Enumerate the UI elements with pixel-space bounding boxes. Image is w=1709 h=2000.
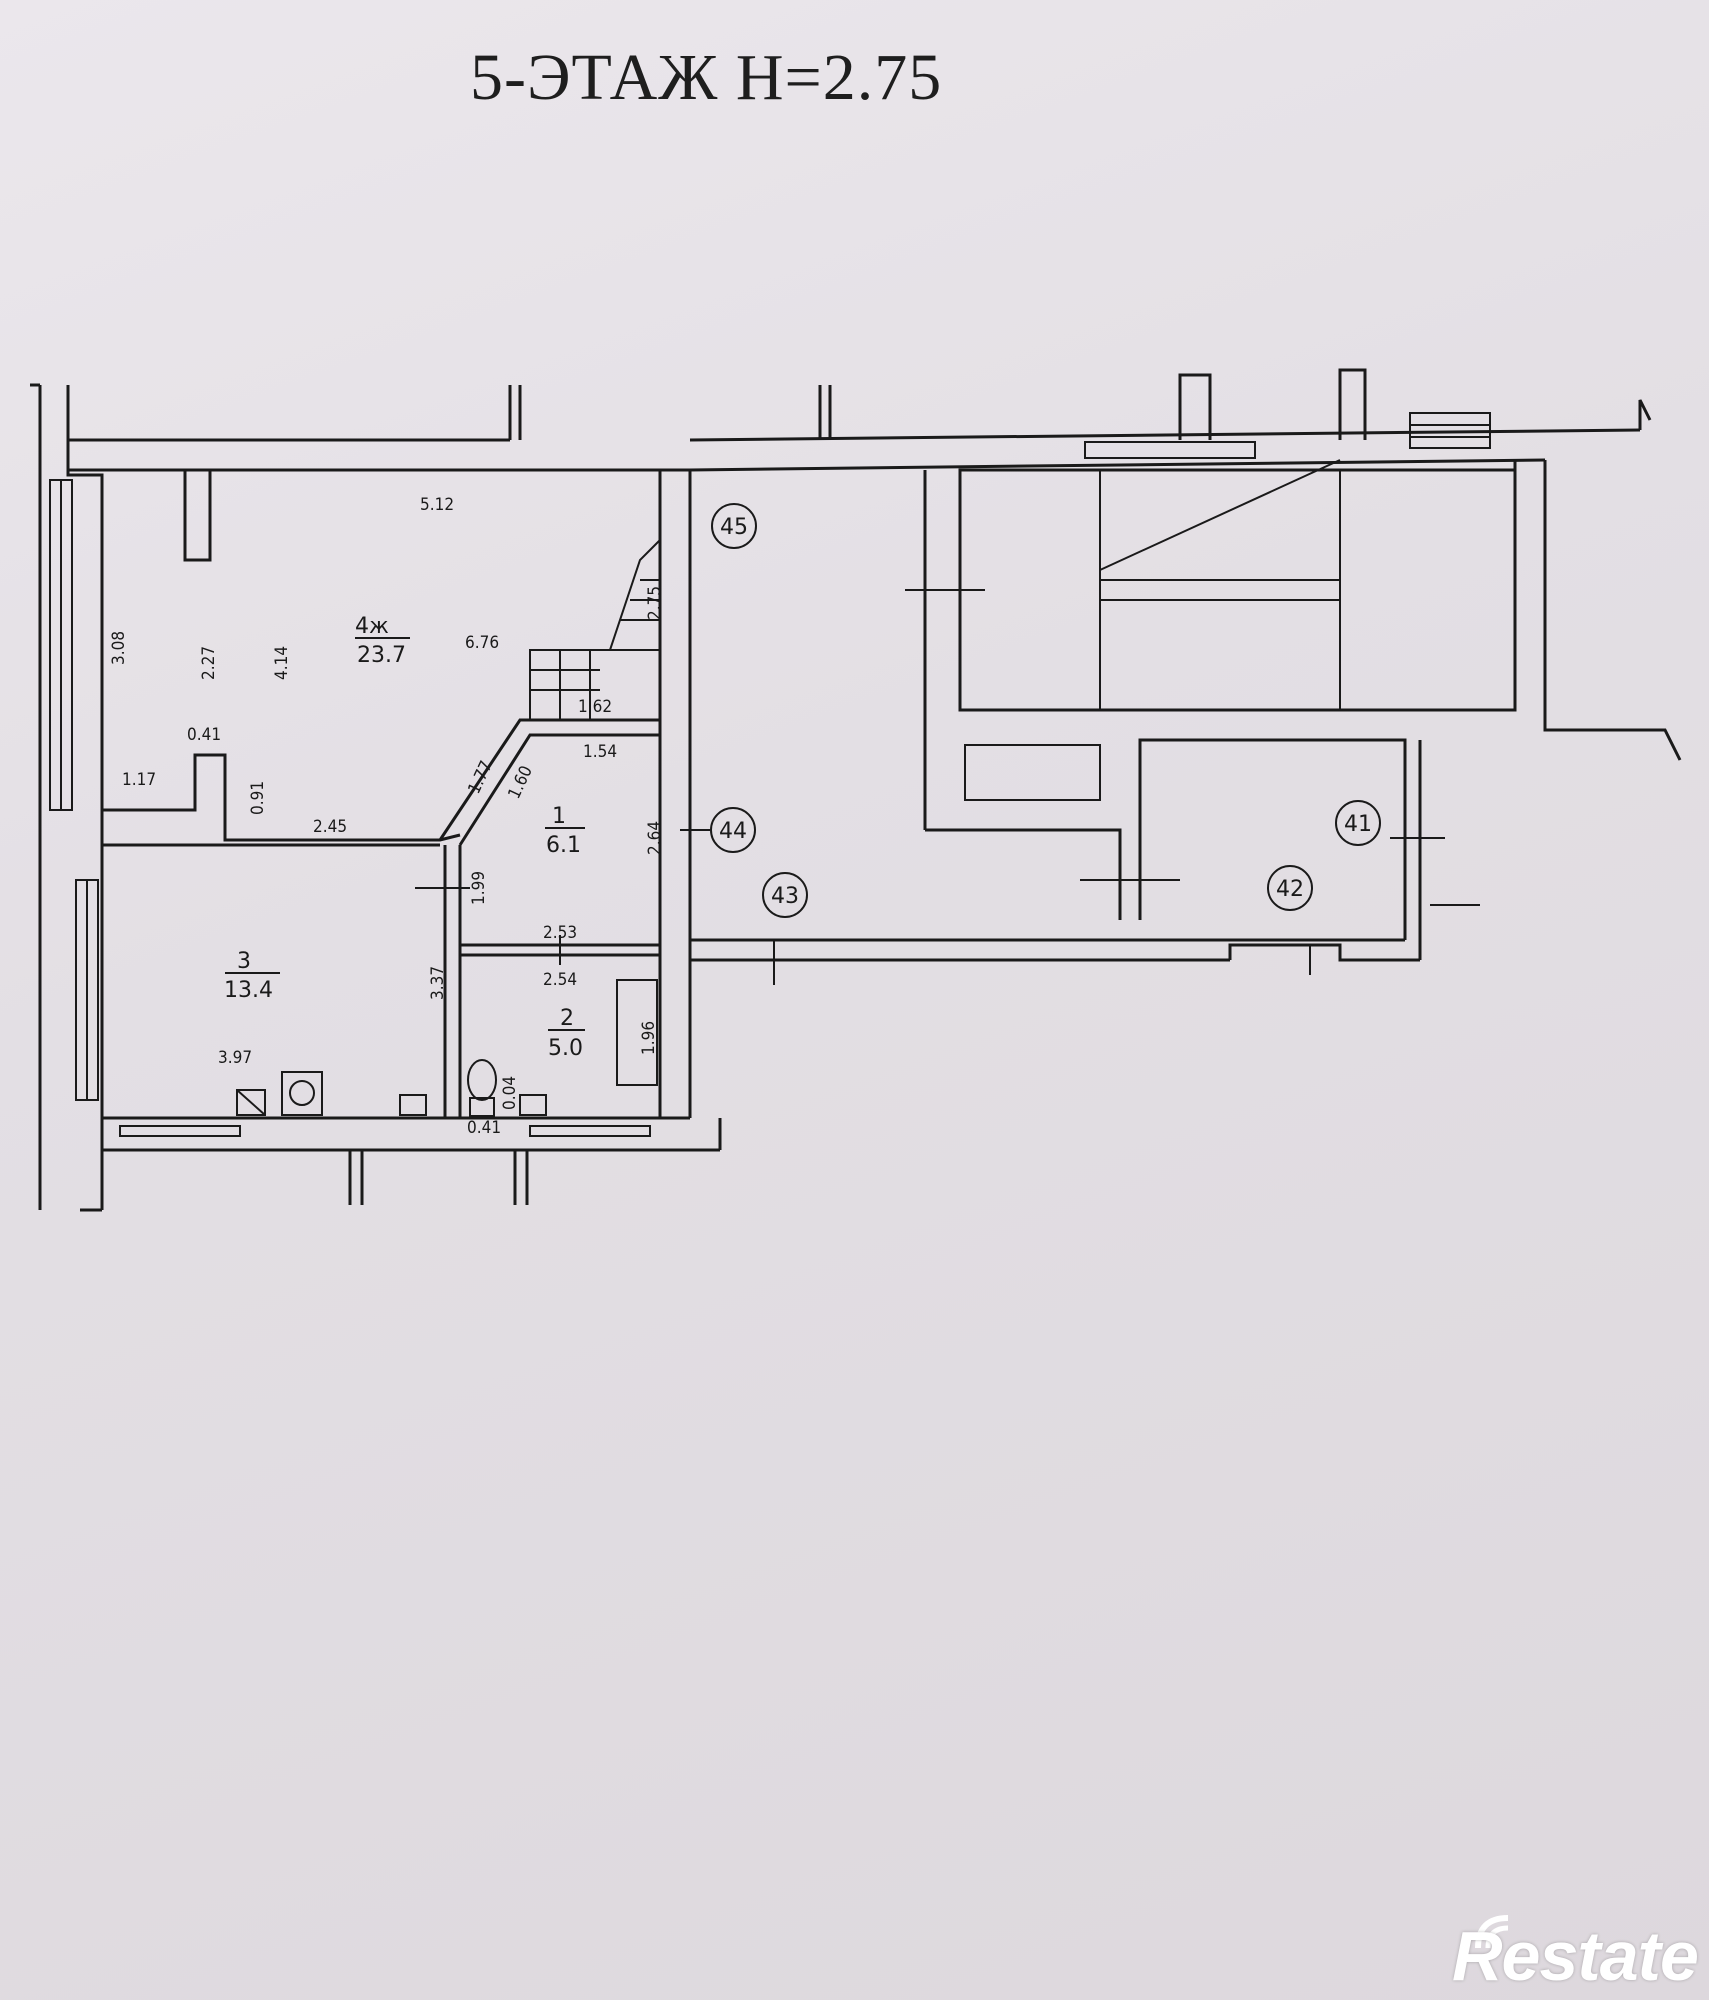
axis-marker-41: 41 bbox=[1335, 800, 1381, 846]
dim-label: 6.76 bbox=[465, 633, 499, 653]
dim-label: 1.62 bbox=[578, 697, 612, 717]
room-4-area: 23.7 bbox=[357, 643, 406, 668]
apartment-walls bbox=[30, 383, 832, 1212]
room-2-area: 5.0 bbox=[548, 1036, 583, 1061]
common-area-walls bbox=[680, 368, 1682, 985]
dim-label: 2.54 bbox=[543, 970, 577, 990]
svg-text:43: 43 bbox=[771, 884, 799, 909]
dim-label: 0.41 bbox=[467, 1118, 501, 1138]
room-3-number: 3 bbox=[237, 949, 251, 974]
main-staircase bbox=[1099, 459, 1341, 710]
restate-logo: Restate bbox=[1408, 1888, 1708, 2000]
dim-label: 1.96 bbox=[639, 1021, 659, 1055]
svg-text:41: 41 bbox=[1344, 812, 1372, 837]
dimension-labels: 5.12 6.76 3.08 2.27 4.14 2.75 1.62 0.41 … bbox=[109, 495, 665, 1138]
dim-label: 2.27 bbox=[199, 646, 219, 680]
dim-label: 2.75 bbox=[645, 586, 665, 620]
dim-label: 2.64 bbox=[645, 821, 665, 855]
room-4-number: 4ж bbox=[355, 614, 389, 639]
logo-signal-icon bbox=[1475, 1915, 1509, 1949]
dim-label: 1.99 bbox=[469, 871, 489, 905]
axis-marker-42: 42 bbox=[1267, 865, 1313, 911]
axis-markers: 45 44 43 42 41 bbox=[710, 503, 1381, 918]
dim-label: 0.41 bbox=[187, 725, 221, 745]
dim-label: 1.54 bbox=[583, 742, 617, 762]
dim-label: 3.08 bbox=[109, 631, 129, 665]
room-labels: 4ж 23.7 1 6.1 3 13.4 2 5.0 bbox=[224, 614, 585, 1061]
dim-label: 3.97 bbox=[218, 1048, 252, 1068]
dim-label: 5.12 bbox=[420, 495, 454, 515]
dim-label: 0.91 bbox=[248, 781, 268, 815]
svg-text:45: 45 bbox=[720, 515, 748, 540]
dim-label: 4.14 bbox=[272, 646, 292, 680]
svg-text:44: 44 bbox=[719, 819, 747, 844]
dim-label: 3.37 bbox=[428, 966, 448, 1000]
dim-label: 2.45 bbox=[313, 817, 347, 837]
floor-title: 5-ЭТАЖ Н=2.75 bbox=[470, 41, 943, 114]
dim-label: 0.04 bbox=[500, 1076, 520, 1110]
room-1-number: 1 bbox=[552, 804, 566, 829]
axis-marker-44: 44 bbox=[710, 807, 756, 853]
axis-marker-43: 43 bbox=[762, 872, 808, 918]
watermark-text: Restate bbox=[1452, 1917, 1699, 1995]
room-3-area: 13.4 bbox=[224, 978, 273, 1003]
axis-marker-45: 45 bbox=[711, 503, 757, 549]
dim-label: 1.17 bbox=[122, 770, 156, 790]
svg-text:42: 42 bbox=[1276, 877, 1304, 902]
dim-label: 2.53 bbox=[543, 923, 577, 943]
room-2-number: 2 bbox=[560, 1006, 574, 1031]
room-1-area: 6.1 bbox=[546, 833, 581, 858]
